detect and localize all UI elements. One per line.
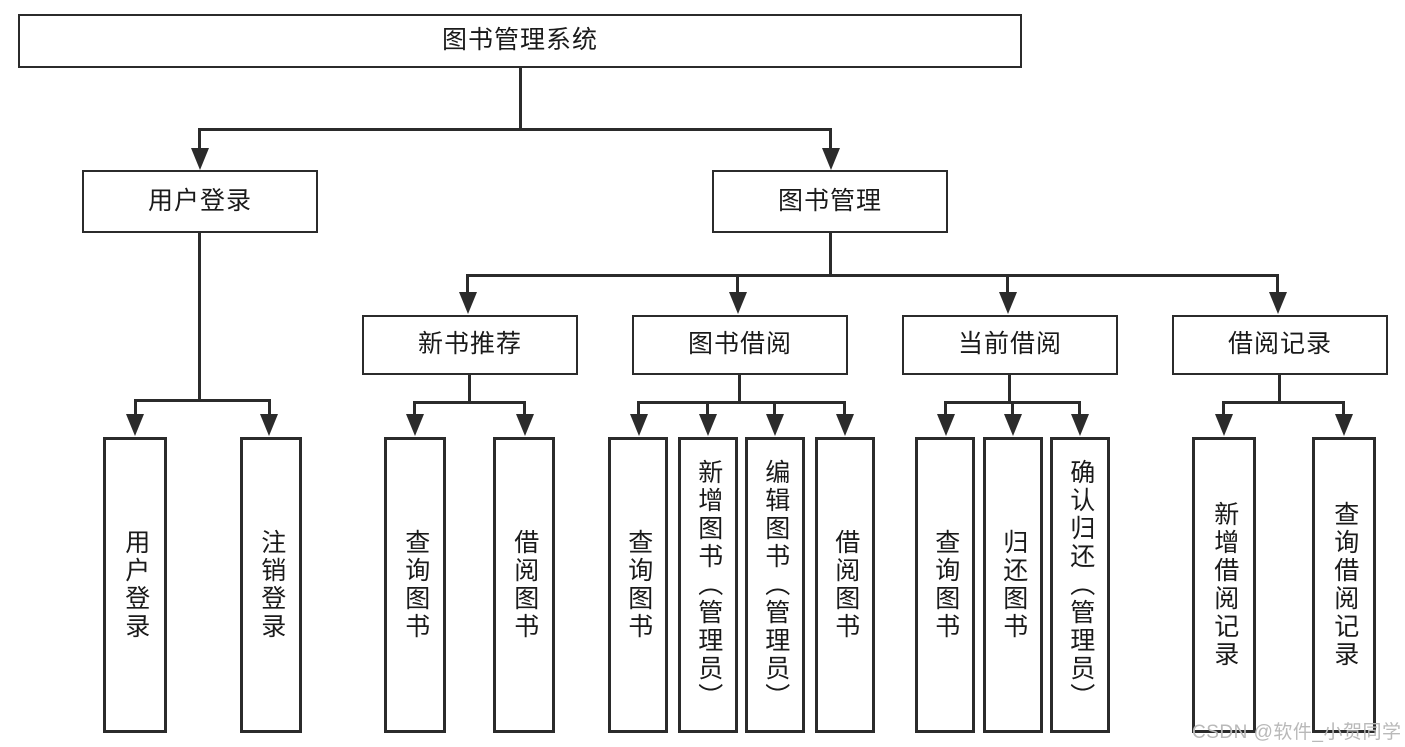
leaf-node-user-login[interactable]: 用户登录 [103,437,167,733]
leaf-node-query-book-bb[interactable]: 查询图书 [608,437,668,733]
connector-br-bar [1222,401,1344,404]
connector-nbr-bar [413,401,526,404]
node-book-borrow[interactable]: 图书借阅 [632,315,848,375]
connector-user-login-bar [134,399,270,402]
connector-bb-drop-3 [773,401,776,418]
connector-nbr-stem [468,375,471,402]
connector-bm-drop-4 [1276,274,1279,295]
arrow-to-leaf-bb-1 [630,414,648,436]
arrow-to-leaf-br-1 [1215,414,1233,436]
connector-user-login-drop-2 [268,399,271,418]
leaf-node-borrow-book-nbr[interactable]: 借阅图书 [493,437,555,733]
leaf-node-add-borrow-record[interactable]: 新增借阅记录 [1192,437,1256,733]
leaf-label: 借阅图书 [510,529,539,641]
connector-root-bar [198,128,832,131]
arrow-to-leaf-cb-2 [1004,414,1022,436]
arrow-to-leaf-bb-3 [766,414,784,436]
leaf-label: 查询借阅记录 [1330,501,1359,669]
connector-bb-drop-2 [706,401,709,418]
arrow-to-user-login [191,148,209,170]
leaf-label: 查询图书 [624,529,653,641]
node-label: 当前借阅 [957,330,1062,359]
node-current-borrow[interactable]: 当前借阅 [902,315,1118,375]
arrow-to-borrow-record [1269,292,1287,314]
leaf-label: 借阅图书 [831,529,860,641]
leaf-label: 注销登录 [257,529,286,641]
leaf-node-add-book-admin[interactable]: 新增图书（管理员） [678,437,738,733]
leaf-label: 确认归还（管理员） [1066,459,1095,711]
connector-br-drop-1 [1222,401,1225,418]
leaf-label: 新增图书（管理员） [694,459,723,711]
connector-bb-stem [738,375,741,402]
connector-bm-drop-1 [466,274,469,295]
arrow-to-leaf-logout [260,414,278,436]
node-label: 借阅记录 [1227,330,1332,359]
leaf-node-return-book[interactable]: 归还图书 [983,437,1043,733]
node-borrow-record[interactable]: 借阅记录 [1172,315,1388,375]
leaf-label: 用户登录 [121,529,150,641]
connector-root-drop-left [198,128,201,151]
leaf-node-borrow-book-bb[interactable]: 借阅图书 [815,437,875,733]
connector-cb-drop-2 [1011,401,1014,418]
leaf-node-logout-login[interactable]: 注销登录 [240,437,302,733]
connector-book-management-bar [466,274,1278,277]
leaf-node-query-borrow-record[interactable]: 查询借阅记录 [1312,437,1376,733]
arrow-to-leaf-nbr-2 [516,414,534,436]
arrow-to-leaf-br-2 [1335,414,1353,436]
leaf-label: 归还图书 [999,529,1028,641]
arrow-to-leaf-cb-1 [937,414,955,436]
connector-br-stem [1278,375,1281,402]
node-root-book-management-system[interactable]: 图书管理系统 [18,14,1022,68]
connector-root-stem [519,67,522,129]
connector-user-login-stem [198,233,201,400]
arrow-to-new-book-recommend [459,292,477,314]
connector-bb-drop-4 [843,401,846,418]
leaf-node-edit-book-admin[interactable]: 编辑图书（管理员） [745,437,805,733]
arrow-to-book-management [822,148,840,170]
csdn-watermark: CSDN @软件_小贺同学 [1192,722,1402,743]
arrow-to-current-borrow [999,292,1017,314]
leaf-node-confirm-return-admin[interactable]: 确认归还（管理员） [1050,437,1110,733]
connector-book-management-stem [829,233,832,275]
leaf-label: 查询图书 [931,529,960,641]
leaf-label: 新增借阅记录 [1210,501,1239,669]
connector-bm-drop-2 [736,274,739,295]
arrow-to-leaf-bb-4 [836,414,854,436]
arrow-to-book-borrow [729,292,747,314]
node-label: 图书管理 [777,186,882,215]
arrow-to-leaf-bb-2 [699,414,717,436]
connector-nbr-drop-1 [413,401,416,418]
node-user-login[interactable]: 用户登录 [82,170,318,233]
arrow-to-leaf-nbr-1 [406,414,424,436]
leaf-node-query-book-nbr[interactable]: 查询图书 [384,437,446,733]
node-label: 图书管理系统 [441,26,598,55]
leaf-label: 编辑图书（管理员） [761,459,790,711]
arrow-to-leaf-cb-3 [1071,414,1089,436]
connector-bb-drop-1 [637,401,640,418]
node-label: 用户登录 [147,186,252,215]
node-book-management[interactable]: 图书管理 [712,170,948,233]
connector-bb-bar [637,401,845,404]
node-label: 图书借阅 [687,330,792,359]
connector-root-drop-right [829,128,832,151]
connector-bm-drop-3 [1006,274,1009,295]
connector-cb-drop-1 [944,401,947,418]
arrow-to-leaf-user-login [126,414,144,436]
connector-user-login-drop-1 [134,399,137,418]
leaf-label: 查询图书 [401,529,430,641]
connector-cb-drop-3 [1078,401,1081,418]
connector-cb-stem [1008,375,1011,402]
connector-br-drop-2 [1342,401,1345,418]
node-new-book-recommend[interactable]: 新书推荐 [362,315,578,375]
node-label: 新书推荐 [417,330,522,359]
leaf-node-query-book-cb[interactable]: 查询图书 [915,437,975,733]
connector-nbr-drop-2 [523,401,526,418]
